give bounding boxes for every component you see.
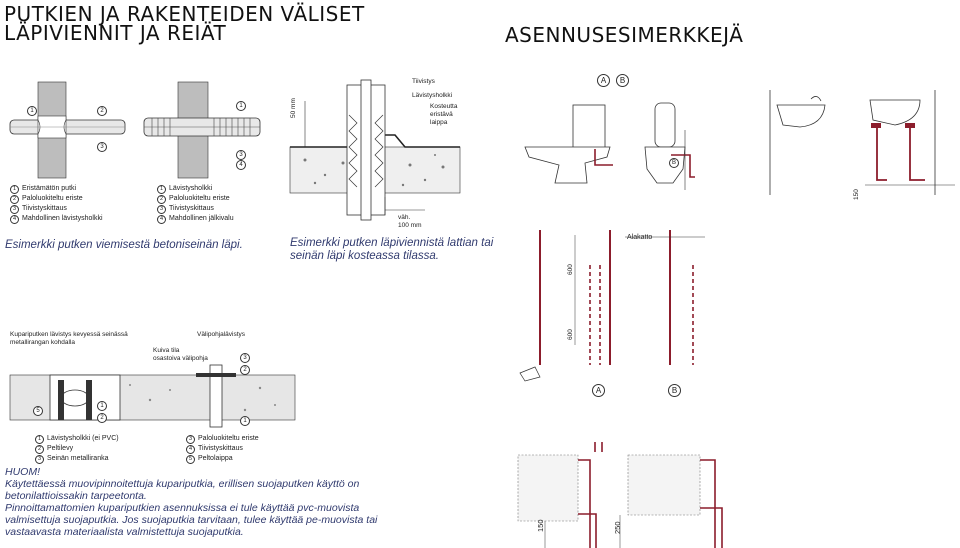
title-line-1: PUTKIEN JA RAKENTEIDEN VÄLISET: [4, 2, 365, 26]
floor-penetration-diagram: [289, 79, 461, 221]
wall-label-a: A: [592, 384, 605, 397]
legend-num: 2: [10, 194, 19, 204]
legend-num: 1: [10, 184, 19, 194]
title-line-2: LÄPIVIENNIT JA REIÄT: [4, 21, 227, 45]
legend-num: 3: [35, 454, 44, 464]
legend-num: 4: [186, 444, 195, 454]
wall-label-b: B: [668, 384, 681, 397]
fig4-callout-5: 5: [33, 406, 43, 416]
legend-item: Paloluokiteltu eriste: [198, 435, 259, 442]
radiator-diagrams: [517, 442, 723, 548]
callout-2: 2: [97, 106, 107, 116]
caption-line: seinän läpi kosteassa tilassa.: [290, 250, 439, 262]
fig4-title-left: Kupariputken lävistys kevyessä seinässä …: [10, 331, 128, 347]
toilet-sink-diagrams: [524, 90, 955, 195]
title-line: Kupariputken lävistys kevyessä seinässä: [10, 331, 128, 338]
dim-150-sink: 150: [853, 189, 860, 200]
legend-item: Peltilevy: [47, 445, 74, 452]
note-line: Pinnoittamattomien kupariputkien asennuk…: [5, 502, 360, 514]
legend-num: 3: [186, 434, 195, 444]
legend-num: 1: [157, 184, 166, 194]
fig4-kuiva-label: Kuiva tila osastoiva välipohja: [153, 347, 208, 363]
label-a-circle: A: [597, 74, 610, 87]
legend-item: Paloluokiteltu eriste: [169, 195, 230, 202]
callout-4: 4: [236, 160, 246, 170]
label-b-small: B: [669, 158, 679, 168]
legend-item: Paloluokiteltu eriste: [22, 195, 83, 202]
callout-3: 3: [97, 142, 107, 152]
label-line: Kuiva tila: [153, 347, 180, 354]
legend-num: 5: [186, 454, 195, 464]
legend-item: Tiivistyskittaus: [22, 205, 67, 212]
caption-diagram-3: Esimerkki putken läpiviennistä lattian t…: [290, 237, 493, 263]
legend-item: Tiivistyskittaus: [169, 205, 214, 212]
callout-3: 3: [236, 150, 246, 160]
label-line: Kosteutta: [430, 103, 458, 110]
legend-num: 3: [157, 204, 166, 214]
fig4-callout-2b: 2: [240, 365, 250, 375]
label-lavistysholkki: Lävistysholkki: [412, 92, 453, 99]
label-alakatto: Alakatto: [627, 234, 653, 241]
dim-250-radiator: 250: [613, 521, 622, 534]
caption-line: Esimerkki putken läpiviennistä lattian t…: [290, 237, 494, 249]
legend-item: Lävistysholkki (ei PVC): [47, 435, 119, 442]
note-heading: HUOM!: [5, 466, 40, 478]
label-line: osastoiva välipohja: [153, 355, 208, 362]
note-block: HUOM! Käytettäessä muovipinnoitettuja ku…: [5, 466, 405, 538]
wall-pipe-layout-diagram: [519, 230, 705, 382]
label-kosteutta: Kosteutta eristävä laippa: [430, 103, 457, 127]
dim-50mm: 50 mm: [290, 98, 297, 118]
fig4-callout-1b: 1: [240, 416, 250, 426]
note-line: valmisettuja suojaputkia. Jos suojaputki…: [5, 514, 378, 526]
light-wall-penetration-diagram: [9, 364, 296, 428]
dim-150-radiator: 150: [536, 519, 545, 532]
dim-600-lower: 600: [567, 329, 574, 340]
fig4-callout-3: 3: [240, 353, 250, 363]
callout-1: 1: [236, 101, 246, 111]
legend-num: 4: [10, 214, 19, 224]
callout-1: 1: [27, 106, 37, 116]
note-line: Käytettäessä muovipinnoitettuja kuparipu…: [5, 478, 360, 490]
label-tiivistys: Tiivistys: [412, 78, 435, 85]
dim-vah-100mm: väh. 100 mm: [398, 214, 421, 230]
caption-diagram-1: Esimerkki putken viemisestä betoniseinän…: [5, 239, 243, 251]
legend-num: 2: [157, 194, 166, 204]
section-title-left: PUTKIEN JA RAKENTEIDEN VÄLISET LÄPIVIENN…: [4, 2, 365, 45]
legend-item: Eristämätön putki: [22, 185, 77, 192]
dim-600-upper: 600: [567, 264, 574, 275]
section-title-right: ASENNUSESIMERKKEJÄ: [505, 23, 744, 47]
legend-item: Mahdollinen lävistysholkki: [22, 215, 103, 222]
legend-num: 3: [10, 204, 19, 214]
wall-penetration-diagram-2: [143, 81, 261, 179]
label-line: eristävä: [430, 111, 453, 118]
legend-item: Mahdollinen jälkivalu: [169, 215, 234, 222]
note-line: betonilattioissakin tarpeetonta.: [5, 490, 147, 502]
fig4-title-right: Välipohjalävistys: [197, 331, 246, 338]
wall-penetration-diagram-1: [9, 81, 126, 179]
note-line: vastaavasta materiaalista valmistettuja …: [5, 526, 244, 538]
dim-line: väh.: [398, 214, 411, 221]
legend-item: Tiivistyskittaus: [198, 445, 243, 452]
fig4-callout-1: 1: [97, 401, 107, 411]
label-b-circle: B: [616, 74, 629, 87]
legend-item: Peltolaippa: [198, 455, 233, 462]
title-line: metallirangan kohdalla: [10, 339, 76, 346]
fig4-callout-2: 2: [97, 413, 107, 423]
legend-num: 2: [35, 444, 44, 454]
dim-line: 100 mm: [398, 222, 422, 229]
legend-item: Lävistysholkki: [169, 185, 213, 192]
legend-num: 1: [35, 434, 44, 444]
legend-item: Seinän metalliranka: [47, 455, 109, 462]
label-line: laippa: [430, 119, 448, 126]
legend-num: 4: [157, 214, 166, 224]
